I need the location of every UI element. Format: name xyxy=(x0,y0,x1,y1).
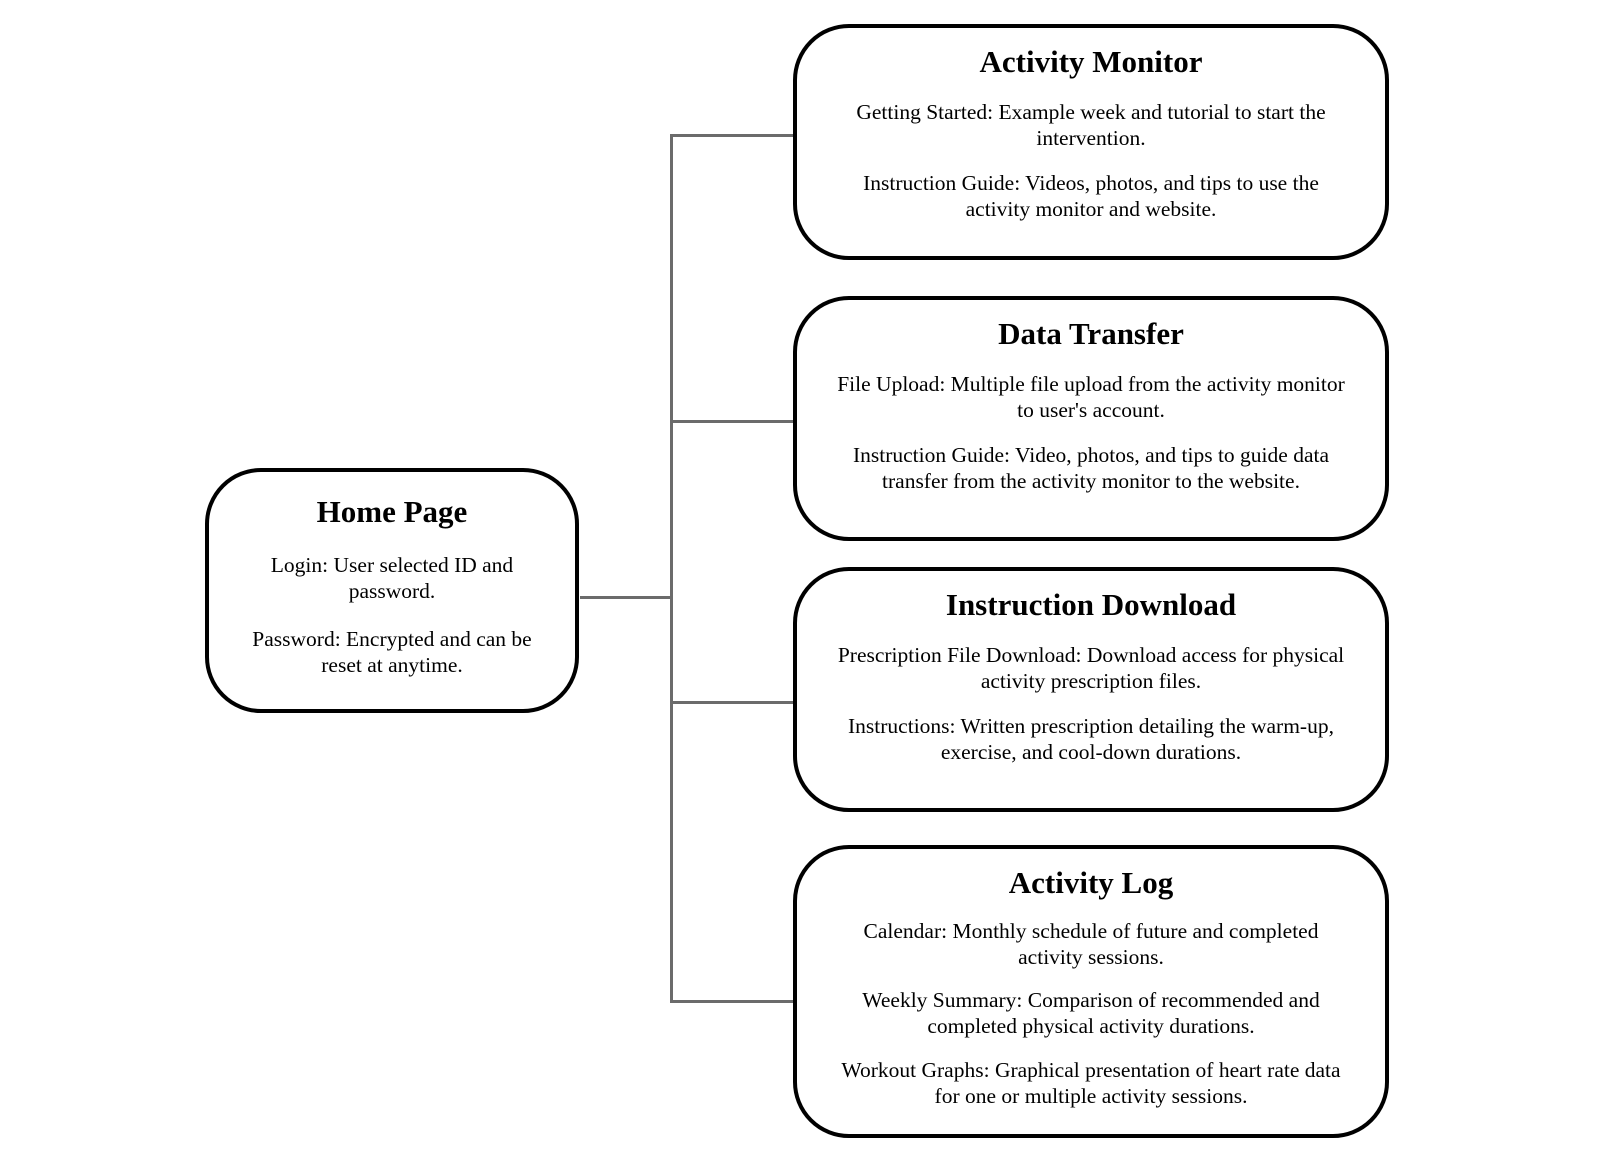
node-paragraph: File Upload: Multiple file upload from t… xyxy=(837,371,1345,422)
node-paragraph: Getting Started: Example week and tutori… xyxy=(856,99,1326,150)
node-paragraph: Instruction Guide: Videos, photos, and t… xyxy=(863,171,1319,222)
node-title: Activity Log xyxy=(1008,865,1174,900)
node-activity-monitor: Activity Monitor Getting Started: Exampl… xyxy=(793,24,1389,260)
node-title: Activity Monitor xyxy=(979,44,1203,79)
node-paragraph: Workout Graphs: Graphical presentation o… xyxy=(841,1057,1341,1108)
node-paragraph: Calendar: Monthly schedule of future and… xyxy=(863,918,1319,969)
node-paragraph: Weekly Summary: Comparison of recommende… xyxy=(862,988,1320,1039)
node-paragraph: Instructions: Written prescription detai… xyxy=(848,714,1334,765)
node-paragraph: Login: User selected ID and password. xyxy=(270,552,514,603)
node-paragraph: Prescription File Download: Download acc… xyxy=(837,642,1345,693)
node-paragraph: Instruction Guide: Video, photos, and ti… xyxy=(852,443,1330,494)
node-data-transfer: Data Transfer File Upload: Multiple file… xyxy=(793,296,1389,541)
node-paragraph: Password: Encrypted and can be reset at … xyxy=(252,627,532,678)
node-activity-log: Activity Log Calendar: Monthly schedule … xyxy=(793,845,1389,1138)
node-title: Data Transfer xyxy=(998,316,1184,351)
node-instruction-download: Instruction Download Prescription File D… xyxy=(793,567,1389,812)
connector-trunk xyxy=(670,134,673,1003)
node-home-page: Home Page Login: User selected ID and pa… xyxy=(205,468,579,713)
connector-branch-home-page xyxy=(580,596,672,599)
connector-branch-instruction-download xyxy=(671,701,797,704)
connector-branch-activity-log xyxy=(671,1000,797,1003)
connector-branch-activity-monitor xyxy=(671,134,795,137)
connector-branch-data-transfer xyxy=(671,420,795,423)
node-title: Instruction Download xyxy=(945,587,1237,622)
node-title: Home Page xyxy=(316,494,468,529)
